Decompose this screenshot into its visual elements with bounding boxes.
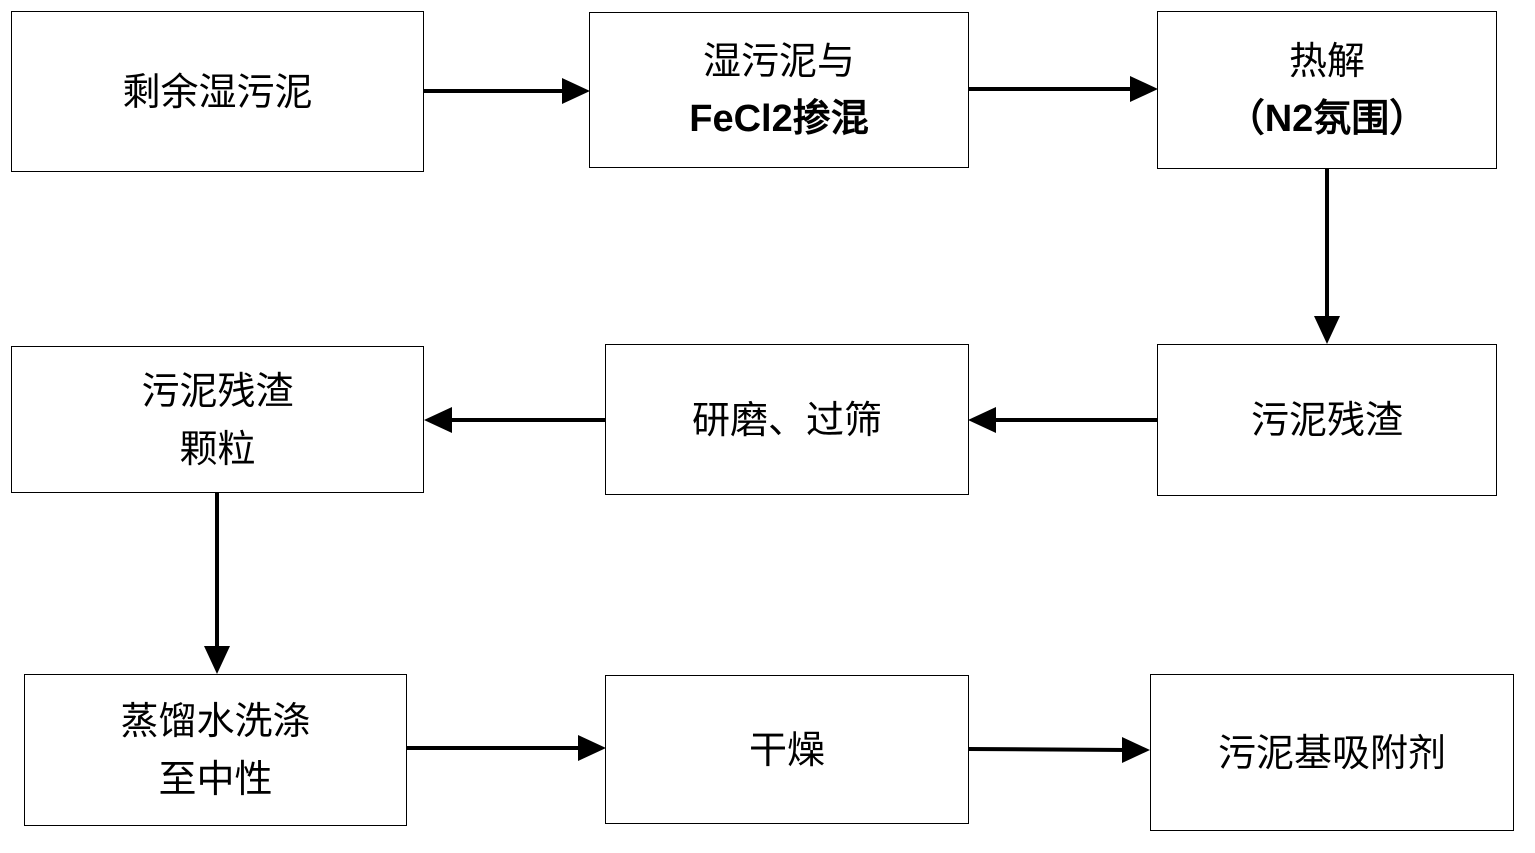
- edge-n4-n5: [968, 407, 1158, 433]
- edge-n8-n9: [967, 737, 1150, 763]
- node-label: 剩余湿污泥: [122, 69, 313, 114]
- node-sludge-residue: 污泥残渣: [1157, 344, 1497, 496]
- node-label-line-2: 颗粒: [179, 426, 256, 471]
- edge-n7-n8: [407, 735, 606, 761]
- node-label-line-1: 污泥残渣: [141, 368, 294, 413]
- node-pyrolysis: 热解 （N2氛围）: [1157, 11, 1497, 169]
- node-label-line-1: 湿污泥与: [702, 39, 855, 83]
- node-wet-sludge-fecl2-mixing: 湿污泥与 FeCl2掺混: [589, 12, 969, 168]
- edge-n1-n2: [424, 78, 590, 104]
- edge-n6-n7: [204, 493, 230, 674]
- node-label-line-2: FeCl2掺混: [689, 98, 869, 140]
- node-label-line-2: （N2氛围）: [1226, 98, 1428, 140]
- node-label-line-1: 蒸馏水洗涤: [120, 699, 311, 743]
- node-label: 干燥: [748, 727, 825, 772]
- node-drying: 干燥: [605, 675, 969, 824]
- edge-n5-n6: [424, 407, 605, 433]
- node-sludge-residue-particles: 污泥残渣 颗粒: [11, 346, 424, 493]
- node-label: 污泥基吸附剂: [1217, 730, 1446, 775]
- node-label-line-1: 热解: [1288, 39, 1365, 83]
- node-remaining-wet-sludge: 剩余湿污泥: [11, 11, 424, 172]
- node-label: 污泥残渣: [1250, 398, 1403, 442]
- node-label: 研磨、过筛: [691, 397, 882, 442]
- node-distilled-water-washing: 蒸馏水洗涤 至中性: [24, 674, 407, 826]
- node-grinding-sieving: 研磨、过筛: [605, 344, 969, 495]
- edge-n3-n4: [1314, 169, 1340, 344]
- node-sludge-based-adsorbent: 污泥基吸附剂: [1150, 674, 1514, 831]
- node-label-line-2: 至中性: [158, 757, 273, 801]
- edge-n2-n3: [968, 76, 1158, 102]
